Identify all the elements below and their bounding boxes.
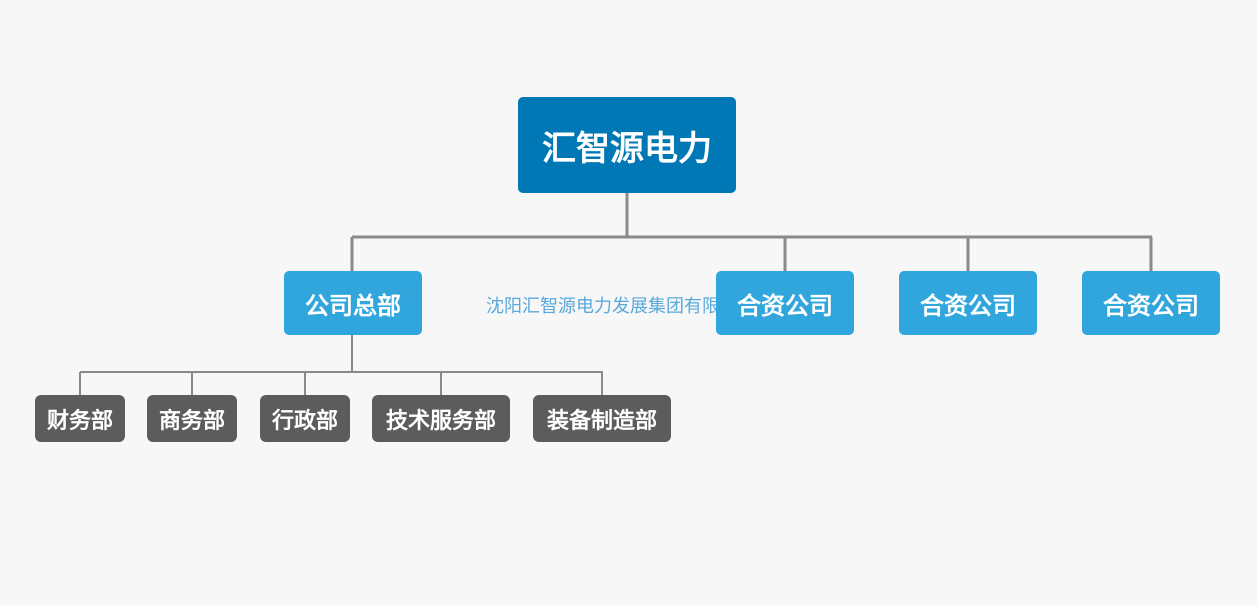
root-node-label: 汇智源电力 — [542, 128, 712, 169]
node-headquarters: 公司总部 — [284, 271, 422, 335]
node-joint-venture-2: 合资公司 — [899, 271, 1037, 335]
node-label: 公司总部 — [305, 291, 401, 320]
root-node: 汇智源电力 — [518, 97, 736, 193]
node-label: 行政部 — [271, 408, 338, 434]
node-label: 财务部 — [46, 408, 113, 434]
node-dept-finance: 财务部 — [35, 395, 125, 442]
watermark-text: 沈阳汇智源电力发展集团有限公司 — [486, 296, 756, 317]
node-dept-business: 商务部 — [147, 395, 237, 442]
node-dept-tech-service: 技术服务部 — [372, 395, 510, 442]
node-label: 商务部 — [158, 408, 225, 434]
node-joint-venture-3: 合资公司 — [1082, 271, 1220, 335]
node-label: 技术服务部 — [385, 408, 496, 434]
node-label: 合资公司 — [1103, 291, 1199, 320]
node-dept-admin: 行政部 — [260, 395, 350, 442]
node-label: 装备制造部 — [546, 408, 657, 434]
node-joint-venture-1: 合资公司 — [716, 271, 854, 335]
node-label: 合资公司 — [737, 291, 833, 320]
node-dept-equipment: 装备制造部 — [533, 395, 671, 442]
node-label: 合资公司 — [920, 291, 1016, 320]
